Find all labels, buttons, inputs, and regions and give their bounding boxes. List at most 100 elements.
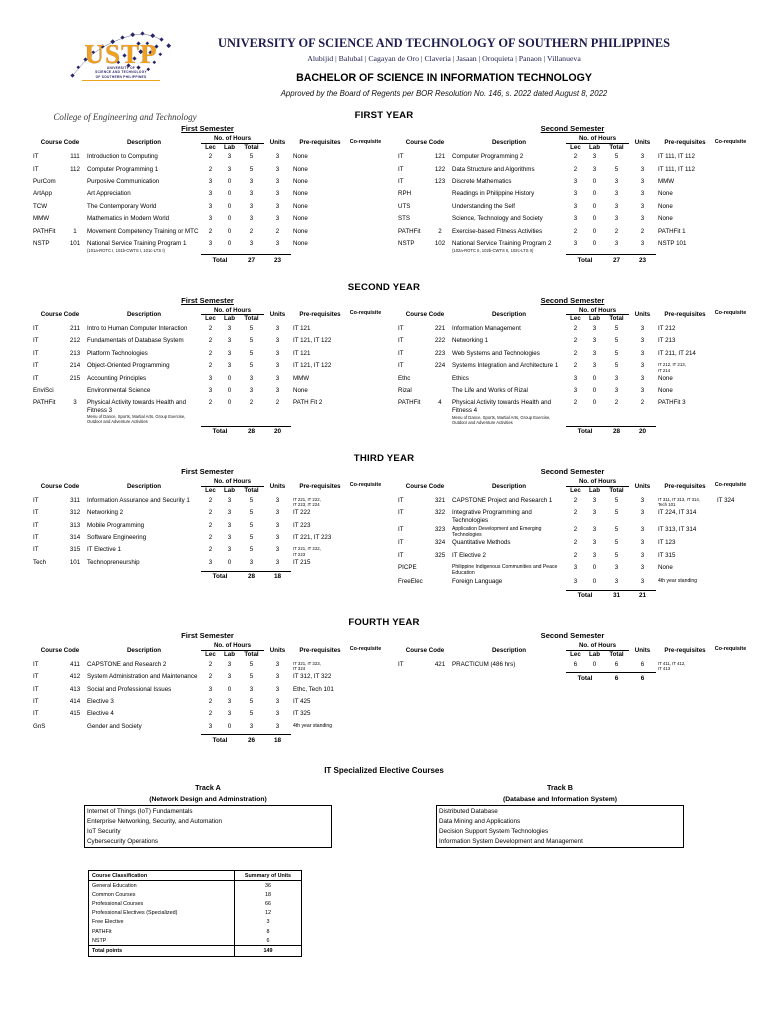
units: 2 [640, 227, 645, 235]
header-course-code: Course Code [405, 310, 445, 318]
semester-title: Second Semester [540, 467, 605, 477]
corequisite [349, 684, 382, 686]
lab-hours: 0 [227, 227, 232, 235]
track-name: Track B [547, 783, 573, 793]
units: 3 [275, 337, 280, 345]
course-code-prefix: PATHFit [33, 399, 56, 407]
course-code-prefix: IT [398, 539, 404, 547]
prerequisites: None [293, 202, 308, 210]
lab-hours: 0 [592, 399, 597, 407]
total-label: Total [201, 253, 239, 264]
lab-hours: 0 [592, 202, 597, 210]
corequisite [714, 152, 747, 154]
total-hours: 3 [614, 178, 619, 186]
units: 3 [275, 673, 280, 681]
total-hours: 5 [249, 153, 254, 161]
lec-hours: 2 [573, 349, 578, 357]
lab-hours: 3 [592, 153, 597, 161]
lec-hours: 3 [573, 190, 578, 198]
lab-hours: 0 [592, 190, 597, 198]
total-hours: 6 [614, 660, 619, 668]
units: 3 [640, 215, 645, 223]
lec-hours: 2 [573, 539, 578, 547]
header-prerequisites: Pre-requisites [299, 310, 341, 318]
course-code-prefix: NSTP [33, 240, 50, 248]
course-code-prefix: PATHFit [33, 227, 56, 235]
lec-hours: 3 [573, 215, 578, 223]
total-hours: 5 [614, 509, 619, 517]
lab-hours: 3 [227, 660, 232, 668]
header-course-code: Course Code [405, 646, 445, 654]
header-no-of-hours: No. of Hours [201, 135, 264, 144]
course-code-number: 101 [69, 240, 81, 248]
description-text: Platform Technologies [87, 349, 148, 357]
header-lab: Lab [588, 486, 600, 494]
course-code-number: 323 [434, 525, 446, 533]
corequisite [714, 176, 747, 178]
total-hours: 3 [614, 387, 619, 395]
description-text: National Service Training Program 1 [87, 240, 187, 248]
year-title: FOURTH YEAR [348, 617, 420, 629]
units: 3 [640, 509, 645, 517]
total-hours: 3 [249, 240, 254, 248]
corequisite [349, 696, 382, 698]
course-code-number: 215 [69, 374, 81, 382]
header-units: Units [269, 310, 286, 318]
corequisite: IT 324 [717, 496, 735, 504]
lec-hours: 2 [573, 337, 578, 345]
header-total: Total [609, 650, 624, 658]
prerequisites: None [293, 178, 308, 186]
elective-course: IoT Security [87, 828, 121, 836]
lec-hours: 2 [573, 324, 578, 332]
header-description: Description [491, 482, 527, 490]
course-code-prefix: IT [33, 496, 39, 504]
total-hours: 3 [614, 564, 619, 572]
header-lab: Lab [588, 650, 600, 658]
course-code-prefix: PATHFit [398, 227, 421, 235]
header-units: Units [634, 139, 651, 147]
classification-label: NSTP [92, 937, 107, 944]
course-description: CAPSTONE Project and Research 1 [452, 495, 566, 504]
prerequisites: None [293, 386, 308, 394]
course-code-prefix: ArtApp [33, 190, 52, 198]
course-code-number: 101 [69, 558, 81, 566]
prerequisites: None [658, 215, 673, 223]
course-description: Networking 1 [452, 336, 566, 345]
corequisite [349, 348, 382, 350]
classification-label: PATHFit [92, 928, 112, 935]
description-text: Environmental Science [87, 386, 151, 394]
total-hours: 5 [249, 534, 254, 542]
course-code-number [63, 213, 87, 215]
total-hours: 5 [614, 324, 619, 332]
corequisite [349, 507, 382, 509]
course-code-number: 224 [434, 362, 446, 370]
units: 3 [275, 153, 280, 161]
course-description: Purposive Communication [87, 176, 201, 185]
course-code-prefix: GnS [33, 722, 46, 730]
description-note: (102a-ROTC II, 102b-CWTS II, 102c-LTS II… [452, 247, 534, 253]
lec-hours: 2 [208, 660, 213, 668]
prerequisites: IT 121, IT 122 [293, 362, 332, 370]
header-units: Units [269, 646, 286, 654]
units: 3 [640, 202, 645, 210]
course-code-prefix: Tech [33, 558, 47, 566]
course-code-number [428, 576, 452, 578]
description-text: Mobile Programming [87, 521, 145, 529]
prerequisites: IT 411, IT 412, IT 413 [658, 660, 686, 672]
course-code-number [428, 385, 452, 387]
lab-hours: 0 [227, 190, 232, 198]
header-course-code: Course Code [40, 482, 80, 490]
course-code-prefix: FreeElec [398, 578, 423, 586]
header-prerequisites: Pre-requisites [299, 646, 341, 654]
